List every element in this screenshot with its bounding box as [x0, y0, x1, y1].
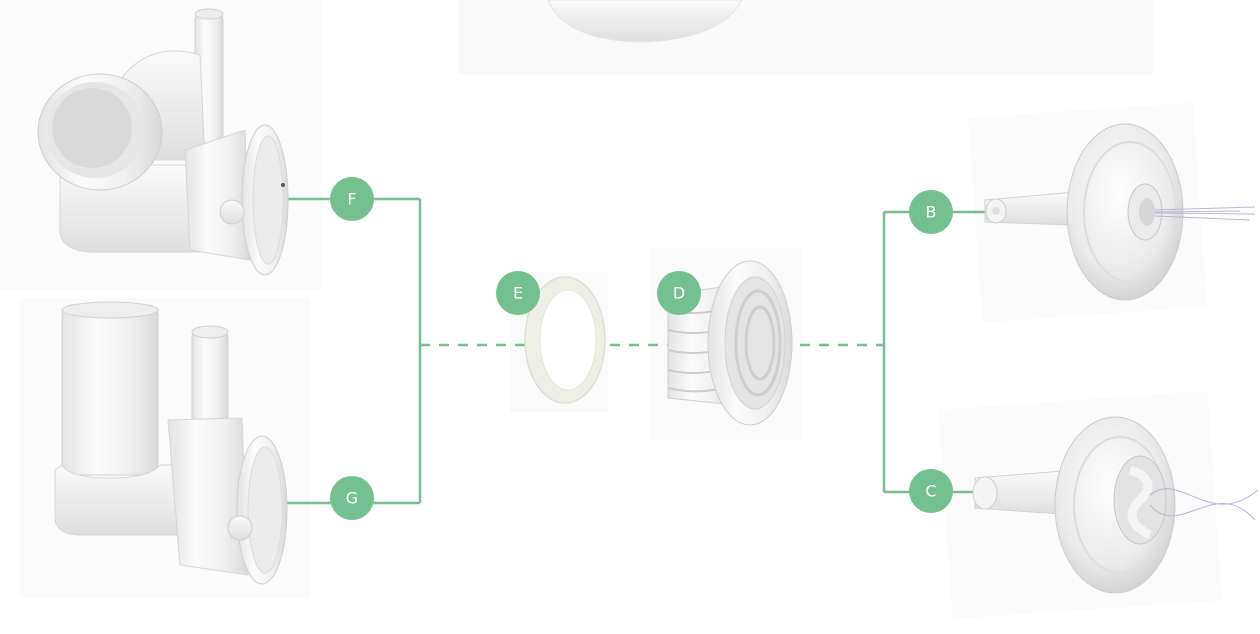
badge-label-C: C — [925, 482, 936, 501]
badge-label-D: D — [673, 284, 685, 303]
badge-label-E: E — [513, 284, 523, 303]
badge-F: F — [330, 177, 374, 221]
badge-label-B: B — [926, 203, 937, 222]
badge-B: B — [909, 190, 953, 234]
badge-D: D — [657, 271, 701, 315]
badge-C: C — [909, 469, 953, 513]
connector-lines — [255, 199, 990, 503]
badge-label-F: F — [347, 190, 356, 209]
badge-label-G: G — [346, 489, 358, 508]
badge-G: G — [330, 476, 374, 520]
badge-E: E — [496, 271, 540, 315]
